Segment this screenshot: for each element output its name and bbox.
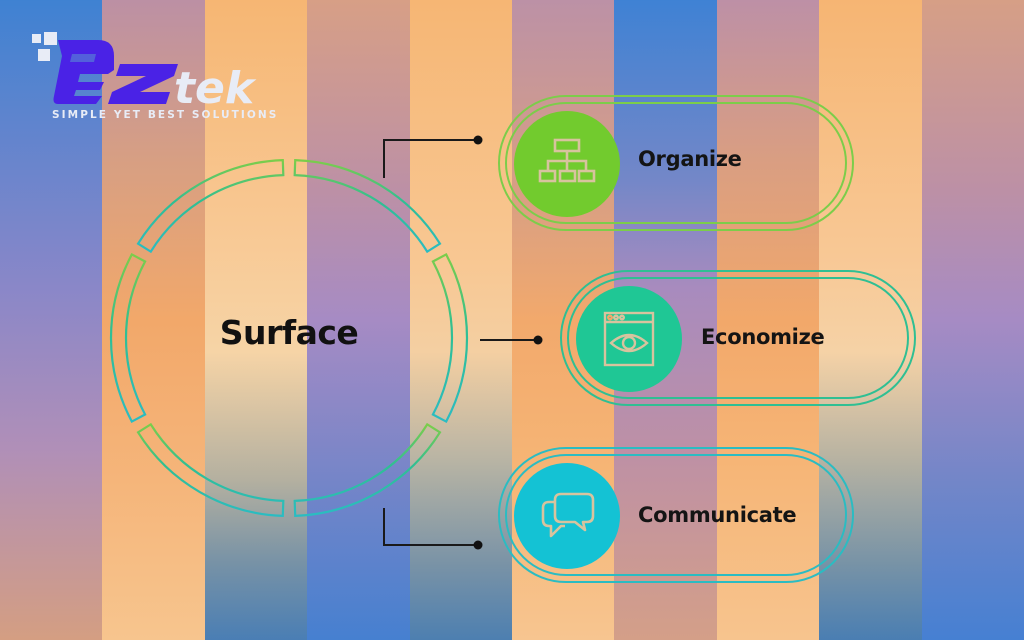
pill-inner-outline: [567, 277, 909, 399]
browser-eye-icon: [603, 311, 655, 367]
item-label: Communicate: [638, 503, 797, 527]
item-economize: Economize: [560, 270, 916, 406]
hierarchy-chart-icon: [538, 138, 596, 183]
background-stripe: [409, 0, 513, 640]
item-label: Economize: [701, 325, 825, 349]
organize-icon-circle: [514, 111, 620, 217]
logo-pixel-icon: [32, 34, 41, 43]
chat-bubbles-icon: [541, 492, 595, 538]
economize-icon-circle: [576, 286, 682, 392]
background-stripe: [204, 0, 308, 640]
svg-text:tek: tek: [174, 63, 257, 114]
communicate-icon-circle: [514, 463, 620, 569]
logo-tagline: SIMPLE YET BEST SOLUTIONS: [52, 109, 279, 121]
item-label: Organize: [638, 147, 742, 171]
item-organize: Organize: [498, 95, 854, 231]
pill-inner-outline: [505, 102, 847, 224]
center-label: Surface: [219, 313, 359, 352]
background-stripe: [921, 0, 1024, 640]
pill-inner-outline: [505, 454, 847, 576]
background-stripe: [0, 0, 103, 640]
item-communicate: Communicate: [498, 447, 854, 583]
eztek-logo: tek: [32, 32, 257, 114]
